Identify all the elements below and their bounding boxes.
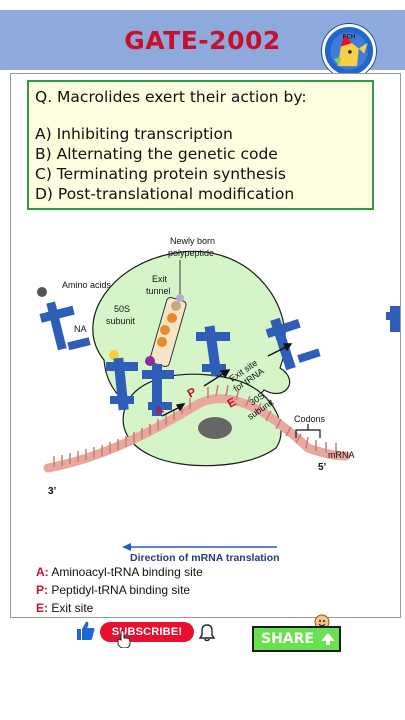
header-bar: GATE-2002 FCH [0, 10, 405, 78]
label-amino-acids: Amino acids [62, 280, 112, 290]
label-mrna: mRNA [328, 450, 355, 460]
label-newly-born: Newly born [170, 236, 215, 246]
channel-logo-icon: FCH [325, 27, 373, 75]
channel-logo[interactable]: FCH [322, 24, 376, 78]
arrow-p-to-e [203, 369, 231, 387]
like-icon[interactable] [76, 620, 96, 642]
polypeptide-bead [157, 337, 167, 347]
legend-key: P: [36, 583, 48, 597]
legend-key: A: [36, 565, 49, 579]
option-d[interactable]: D) Post-translational modification [35, 185, 295, 203]
amino-acid-dot [109, 350, 119, 360]
mrna-channel [198, 417, 232, 439]
bell-icon[interactable] [199, 624, 215, 642]
subscribe-button[interactable]: SUBSCRIBE! [100, 622, 194, 642]
label-trna-partial: NA [74, 324, 87, 334]
polypeptide-bead [176, 294, 184, 302]
label-tunnel: tunnel [146, 286, 171, 296]
option-c[interactable]: C) Terminating protein synthesis [35, 165, 286, 183]
page-title: GATE-2002 [124, 26, 281, 55]
trna-molecule [196, 325, 230, 377]
direction-arrow-icon [122, 543, 277, 551]
trna-molecule [265, 317, 321, 371]
label-three-prime: 3’ [48, 486, 57, 497]
amino-acid-dot [145, 356, 155, 366]
direction-label: Direction of mRNA translation [130, 552, 280, 564]
hand-cursor-icon [117, 630, 131, 648]
arrow-exit [267, 343, 293, 357]
label-exit: Exit [152, 274, 168, 284]
trna-molecule [386, 306, 400, 332]
mrna-strand [43, 394, 351, 473]
amino-acid-dot [37, 287, 47, 297]
trna-molecule [39, 301, 91, 351]
label-50s-subunit: subunit [106, 316, 136, 326]
polypeptide-bead [160, 325, 170, 335]
legend-key: E: [36, 601, 48, 615]
arrow-a-to-p [161, 403, 186, 417]
label-50s: 50S [114, 304, 130, 314]
logo-text: FCH [343, 34, 356, 41]
label-codons: Codons [294, 414, 326, 424]
polypeptide-bead [171, 301, 181, 311]
ribosome-diagram: Newly born polypeptide Exit tunnel Amino… [37, 236, 400, 497]
legend-text: Exit site [51, 601, 94, 615]
avatar-icon [314, 614, 330, 630]
legend-item: P: Peptidyl-tRNA binding site [36, 581, 203, 599]
option-b[interactable]: B) Alternating the genetic code [35, 145, 278, 163]
label-polypeptide: polypeptide [168, 248, 214, 258]
mrna-codon-ticks [53, 384, 337, 467]
legend-text: Peptidyl-tRNA binding site [51, 583, 191, 597]
question-text: Q. Macrolides exert their action by: [35, 88, 307, 106]
share-arrow-icon [321, 633, 335, 645]
codons-bracket [295, 424, 321, 438]
small-subunit-shape [122, 373, 282, 467]
share-button[interactable]: SHARE [252, 626, 341, 652]
legend-text: Aminoacyl-tRNA binding site [51, 565, 203, 579]
polypeptide-bead [167, 313, 177, 323]
option-a[interactable]: A) Inhibiting transcription [35, 125, 233, 143]
question-box: Q. Macrolides exert their action by: A) … [27, 80, 374, 210]
trna-molecule [106, 357, 138, 411]
legend-item: A: Aminoacyl-tRNA binding site [36, 563, 203, 581]
label-five-prime: 5’ [318, 462, 327, 473]
trna-molecule [142, 364, 174, 416]
legend: A: Aminoacyl-tRNA binding site P: Peptid… [36, 563, 203, 617]
legend-item: E: Exit site [36, 599, 203, 617]
